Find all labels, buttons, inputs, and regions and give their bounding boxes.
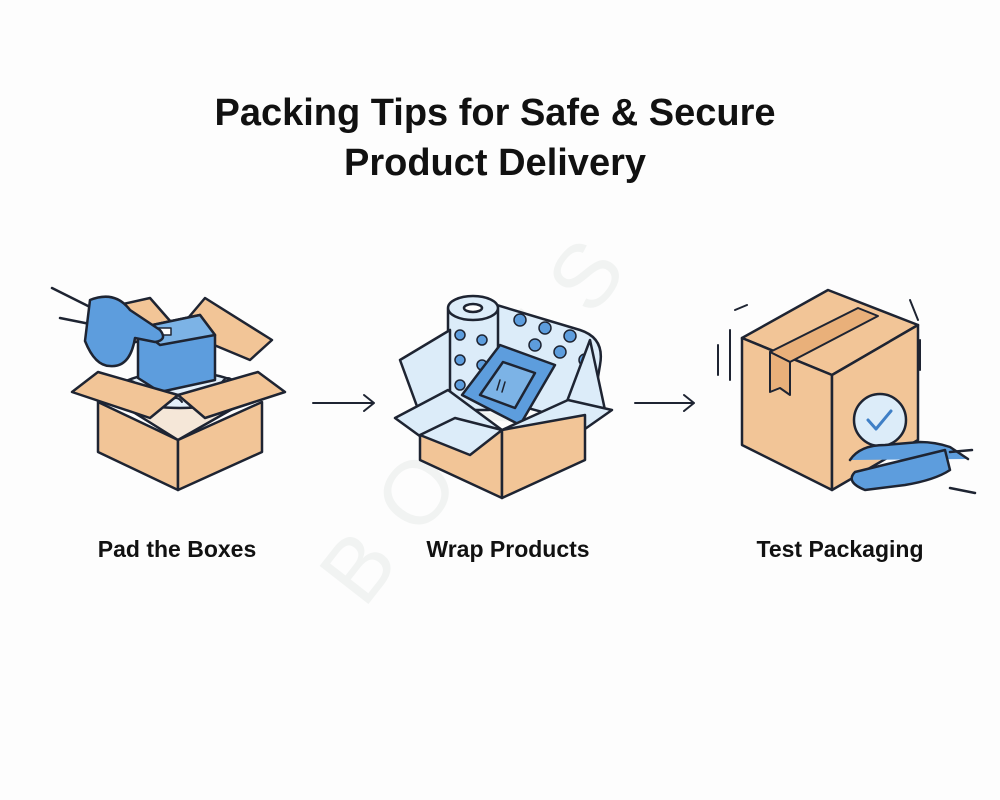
padded-box-icon: [50, 286, 287, 492]
page-title: Packing Tips for Safe & Secure Product D…: [0, 88, 990, 188]
title-line-1: Packing Tips for Safe & Secure: [214, 92, 776, 134]
sealed-box-check-icon: [717, 288, 977, 495]
step-label-wrap: Wrap Products: [426, 536, 590, 562]
arrow-right-icon: [312, 394, 375, 412]
bubble-wrap-box-icon: [393, 294, 614, 500]
title-line-2: Product Delivery: [344, 142, 646, 184]
step-label-test: Test Packaging: [756, 536, 924, 562]
step-label-pad: Pad the Boxes: [97, 536, 257, 562]
arrow-right-icon: [634, 394, 695, 412]
